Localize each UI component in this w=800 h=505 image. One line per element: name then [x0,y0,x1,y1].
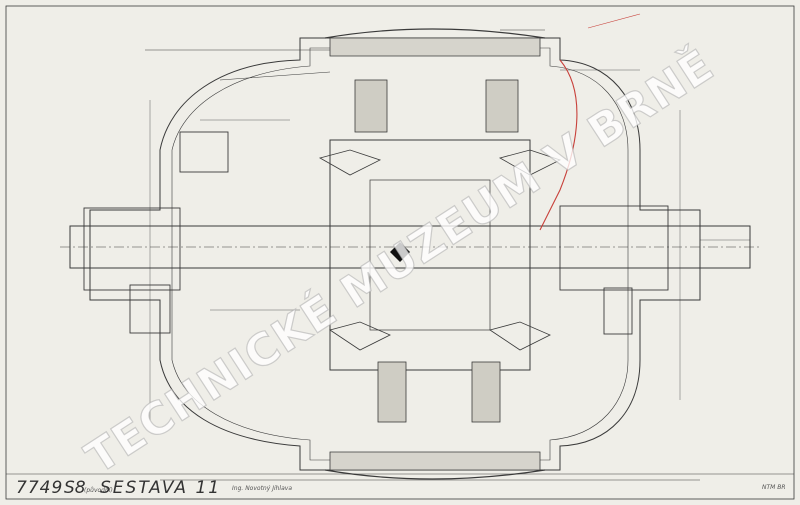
series-note: (původní) [84,487,113,494]
drawing-title: SESTAVA 11 [100,478,222,498]
sheet-code: NTM BR [762,484,786,491]
author-note: Ing. Novotný Jihlava [232,485,292,492]
series-label: S8 [64,478,86,498]
drawing-number: 7749 [16,478,64,498]
